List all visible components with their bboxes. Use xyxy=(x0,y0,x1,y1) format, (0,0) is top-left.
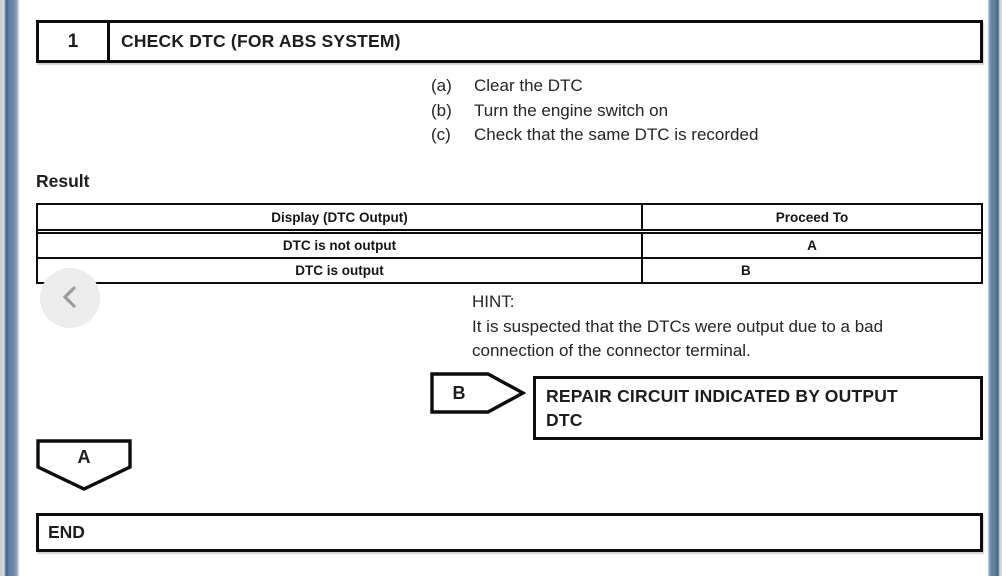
substep-b-text: Turn the engine switch on xyxy=(474,100,669,120)
hint-block: HINT: It is suspected that the DTCs were… xyxy=(472,290,883,364)
substep-b-label: (b) xyxy=(431,100,452,120)
table-row: DTC is not output A xyxy=(38,234,981,259)
cell-display-value: DTC is output xyxy=(38,259,643,282)
end-box: END xyxy=(36,513,983,552)
step-header-box: 1 CHECK DTC (FOR ABS SYSTEM) xyxy=(36,20,983,63)
end-label: END xyxy=(48,522,85,542)
chevron-left-icon xyxy=(57,284,83,313)
substep-c-label: (c) xyxy=(431,125,451,144)
procedure-substeps: (a) Clear the DTC (b) Turn the engine sw… xyxy=(431,74,758,148)
substep-c: (c) Check that the same DTC is recorded xyxy=(431,123,758,148)
connector-a-tag: A xyxy=(36,439,132,491)
substep-a-text: Clear the DTC xyxy=(474,76,583,95)
cell-proceed-value: A xyxy=(807,238,817,253)
column-header-display: Display (DTC Output) xyxy=(38,205,643,229)
result-heading: Result xyxy=(36,171,90,191)
branch-b-tag: B xyxy=(430,372,526,414)
action-line: DTC xyxy=(546,410,583,430)
branch-b-action-box: REPAIR CIRCUIT INDICATED BY OUTPUT DTC xyxy=(533,376,983,440)
table-row: DTC is output B xyxy=(38,259,981,282)
step-number: 1 xyxy=(39,23,110,60)
cell-display-value: DTC is not output xyxy=(38,234,643,257)
step-title: CHECK DTC (FOR ABS SYSTEM) xyxy=(121,31,401,51)
branch-b-label: B xyxy=(452,382,466,403)
hint-label: HINT: xyxy=(472,292,515,311)
hint-line: connection of the connector terminal. xyxy=(472,341,751,360)
window-frame-left xyxy=(0,0,20,576)
column-header-proceed-to: Proceed To xyxy=(775,209,849,225)
hint-line: It is suspected that the DTCs were outpu… xyxy=(472,316,884,336)
substep-a: (a) Clear the DTC xyxy=(431,74,758,99)
table-header-row: Display (DTC Output) Proceed To xyxy=(38,205,981,234)
branch-arrow-shape xyxy=(430,372,526,414)
action-line: REPAIR CIRCUIT INDICATED BY OUTPUT xyxy=(546,386,898,406)
window-frame-right xyxy=(987,0,1002,576)
prev-page-button[interactable] xyxy=(40,268,100,328)
result-table: Display (DTC Output) Proceed To DTC is n… xyxy=(36,203,983,284)
substep-a-label: (a) xyxy=(431,76,452,95)
substep-c-text: Check that the same DTC is recorded xyxy=(474,125,759,144)
substep-b: (b) Turn the engine switch on xyxy=(431,99,758,124)
connector-a-label: A xyxy=(77,446,91,467)
cell-proceed-value: B xyxy=(741,263,751,278)
connector-arrow-shape xyxy=(36,439,132,491)
